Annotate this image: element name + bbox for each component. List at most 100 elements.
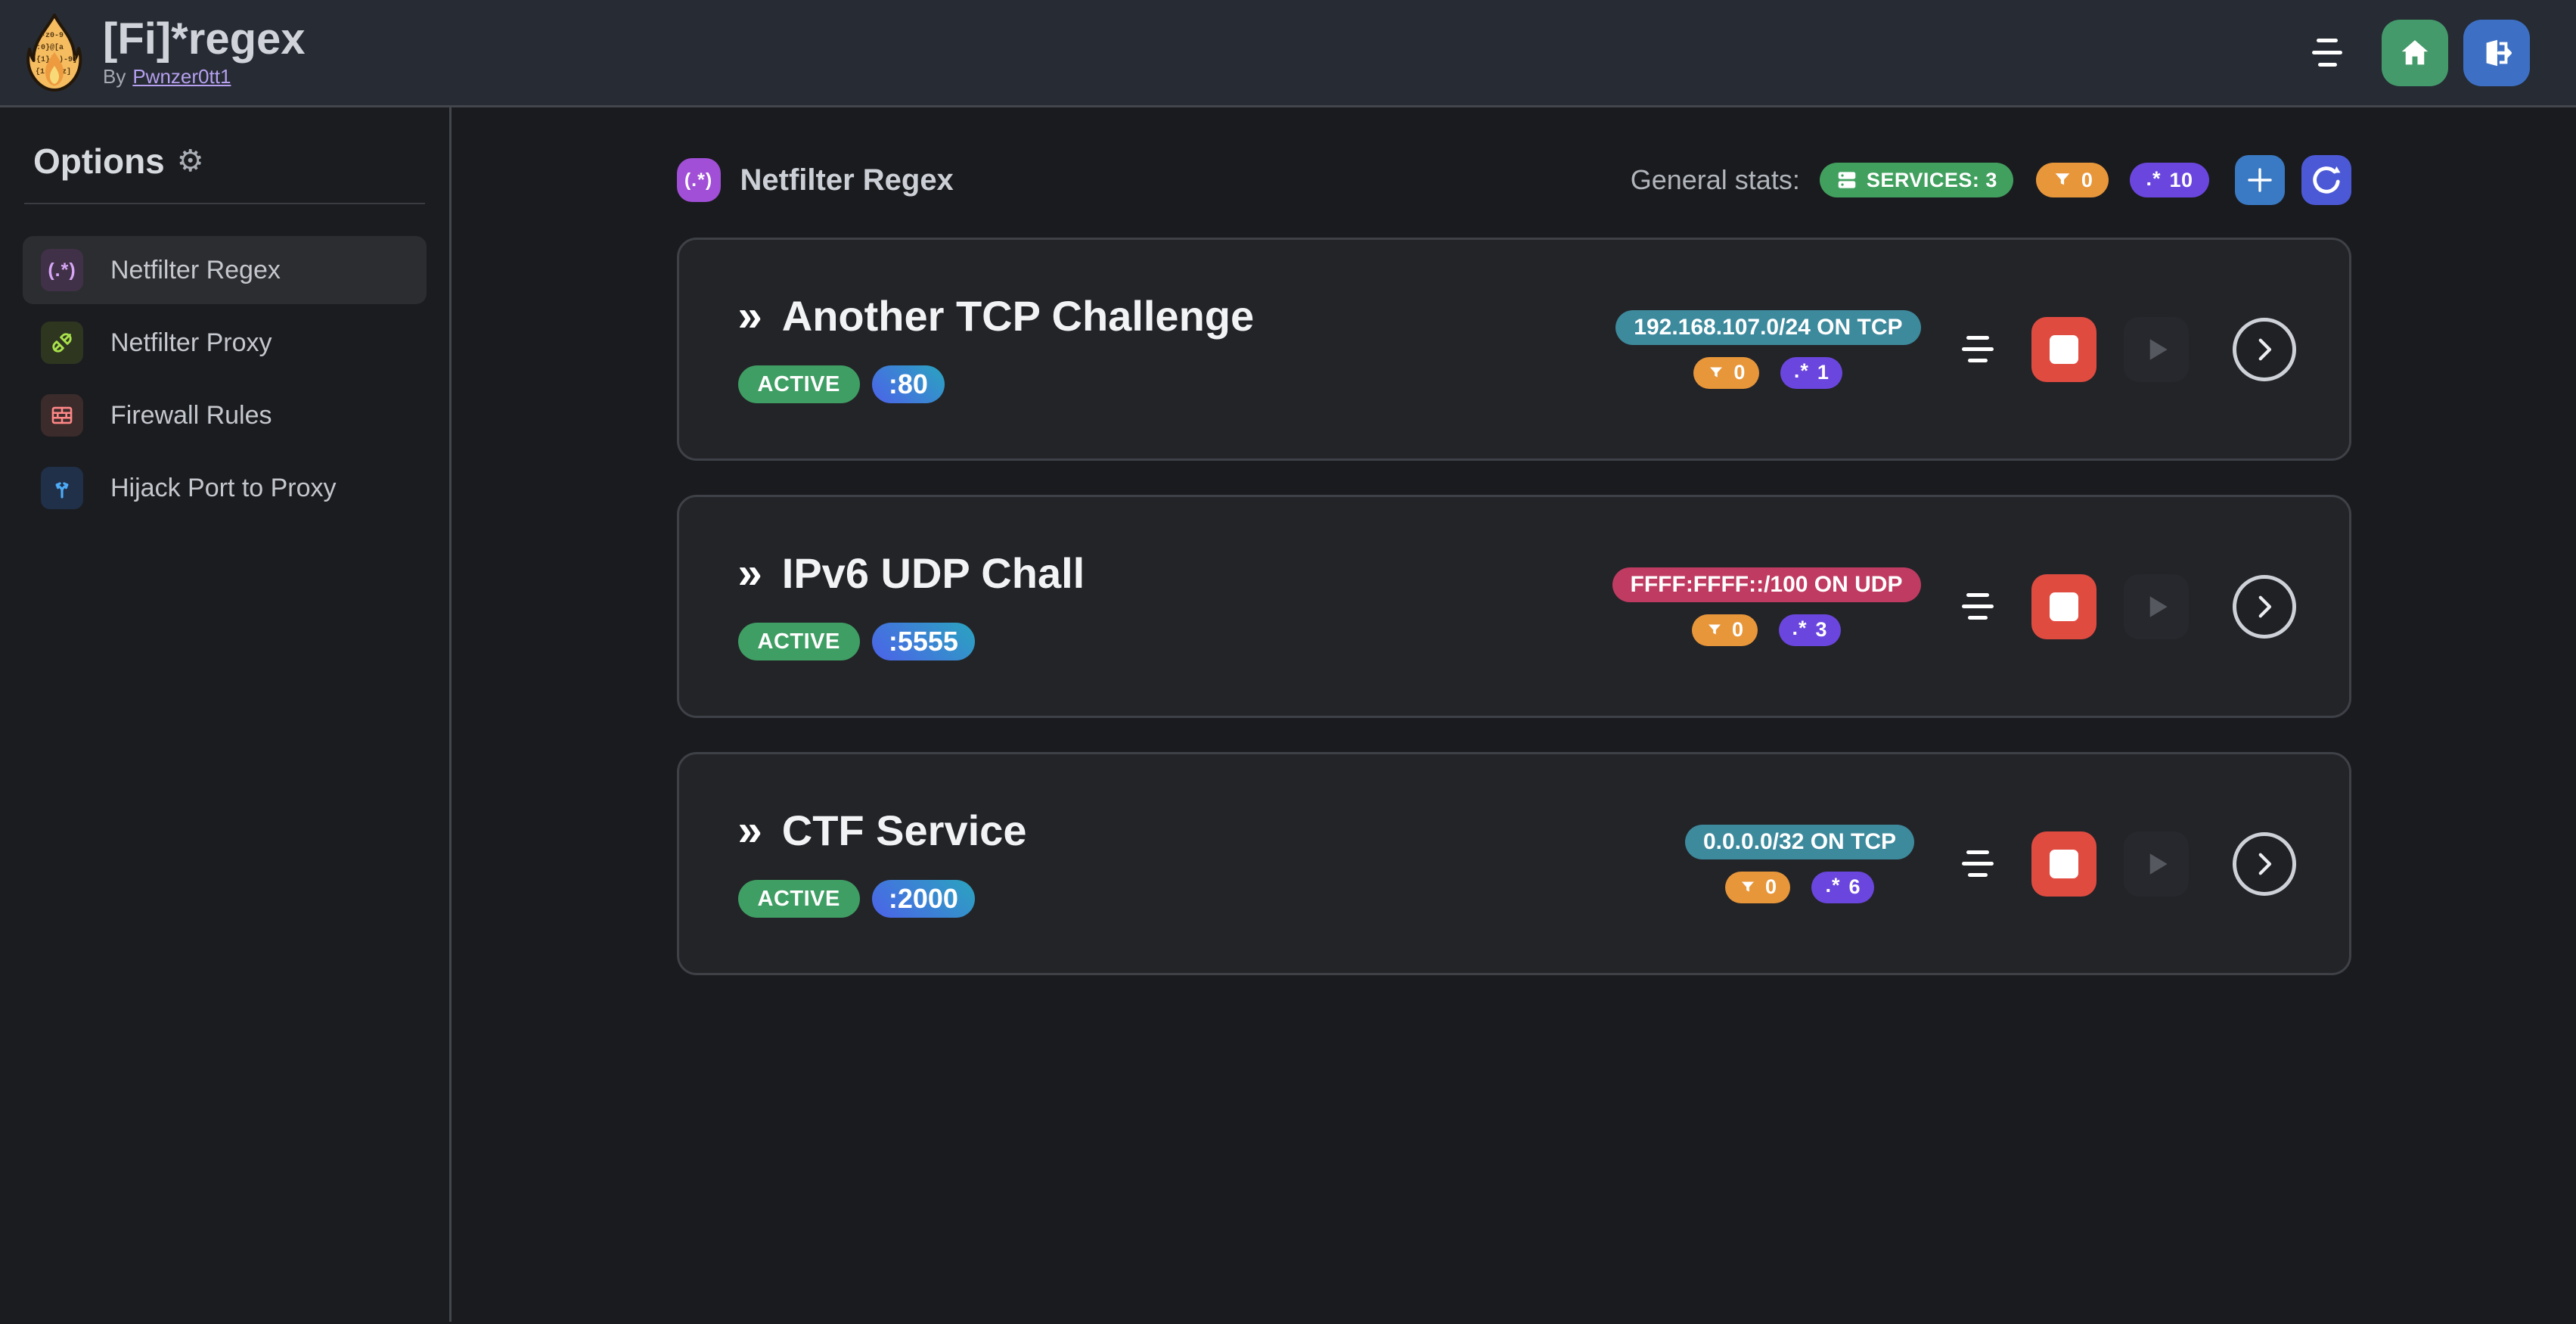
funnel-icon (1741, 881, 1754, 891)
brick-wall-icon (41, 394, 83, 437)
service-name: Another TCP Challenge (781, 292, 1255, 340)
port-badge: :5555 (871, 623, 975, 660)
filters-count-text: 0 (1764, 875, 1777, 898)
funnel-icon (1710, 367, 1723, 377)
title-block: [Fi]*regex By Pwnzer0tt1 (103, 14, 306, 89)
service-cards: » Another TCP Challenge ACTIVE :80 192.1… (676, 238, 2351, 975)
plus-icon (2247, 168, 2272, 192)
regex-glyph-icon: .* (1793, 359, 1809, 382)
service-menu-icon[interactable] (1957, 331, 1998, 367)
target-badge: 192.168.107.0/24 ON TCP (1615, 309, 1921, 345)
play-icon (2149, 853, 2168, 875)
play-icon (2149, 338, 2168, 360)
byline-prefix: By (103, 65, 126, 89)
gear-icon: ⚙ (176, 145, 204, 178)
add-service-button[interactable] (2234, 155, 2285, 205)
regex-count-text: 6 (1848, 875, 1861, 898)
services-count-badge: SERVICES: 3 (1819, 163, 2013, 197)
byline: By Pwnzer0tt1 (103, 65, 306, 89)
regex-count-text: 3 (1815, 618, 1828, 641)
service-card: » IPv6 UDP Chall ACTIVE :5555 FFFF:FFFF:… (676, 495, 2351, 718)
double-chevron-icon: » (737, 805, 762, 855)
expand-button[interactable] (2232, 574, 2296, 639)
logout-button[interactable] (2463, 19, 2530, 86)
service-menu-icon[interactable] (1957, 846, 1998, 881)
filters-count-badge: 0 (2035, 163, 2109, 197)
svg-text:-z0-9 :0}@[a: -z0-9 :0}@[a {1}| )-9] {1 z] (36, 32, 82, 76)
sidebar-divider (24, 203, 425, 204)
main-header: (.*) Netfilter Regex General stats: (676, 155, 2351, 205)
play-button[interactable] (2123, 573, 2189, 639)
filters-count-badge: 0 (1693, 356, 1759, 389)
filters-count-badge: 0 (1724, 871, 1791, 903)
expand-button[interactable] (2232, 831, 2296, 896)
regex-glyph-icon: .* (1825, 874, 1841, 897)
sidebar-item-firewall-rules[interactable]: Firewall Rules (23, 381, 427, 449)
target-badge: 0.0.0.0/32 ON TCP (1684, 824, 1915, 859)
regex-glyph-icon: .* (2146, 166, 2162, 190)
sidebar-item-hijack-port[interactable]: Hijack Port to Proxy (23, 454, 427, 522)
funnel-icon (1708, 624, 1721, 634)
flame-logo-icon: -z0-9 :0}@[a {1}| )-9] {1 z] (26, 13, 82, 92)
filters-count-badge: 0 (1691, 614, 1758, 646)
stop-icon (2049, 334, 2078, 364)
service-name: IPv6 UDP Chall (781, 549, 1085, 597)
regex-icon: (.*) (41, 249, 83, 291)
plug-icon (41, 322, 83, 364)
refresh-icon (2312, 166, 2340, 194)
play-icon (2149, 595, 2168, 617)
sidebar-heading-label: Options (33, 141, 165, 181)
chevron-right-icon (2258, 595, 2271, 617)
target-badge: FFFF:FFFF::/100 ON UDP (1612, 567, 1921, 602)
sidebar-item-label: Netfilter Proxy (110, 328, 272, 357)
app-header: -z0-9 :0}@[a {1}| )-9] {1 z] [Fi]*regex … (0, 0, 2576, 107)
refresh-button[interactable] (2301, 155, 2351, 205)
filters-count-text: 0 (2081, 168, 2093, 191)
service-menu-icon[interactable] (1957, 589, 1998, 624)
service-name: CTF Service (781, 807, 1027, 854)
logout-icon (2486, 39, 2512, 66)
server-icon (1838, 172, 1856, 188)
stop-button[interactable] (2031, 316, 2096, 382)
sidebar-heading: Options ⚙ (23, 141, 427, 182)
regex-count-badge: .* 1 (1780, 356, 1843, 389)
funnel-icon (2055, 173, 2070, 185)
sidebar: Options ⚙ (.*) Netfilter Regex Netfi (0, 107, 452, 1322)
header-actions (2308, 19, 2530, 86)
stop-icon (2049, 592, 2078, 621)
regex-count-badge: .* 3 (1778, 614, 1842, 646)
status-badge: ACTIVE (737, 623, 860, 660)
app-title: [Fi]*regex (103, 14, 306, 64)
sidebar-item-netfilter-proxy[interactable]: Netfilter Proxy (23, 309, 427, 377)
stop-button[interactable] (2031, 831, 2096, 897)
stop-icon (2049, 849, 2078, 878)
play-button[interactable] (2123, 316, 2189, 382)
general-stats: General stats: SERVICES: 3 (1631, 155, 2351, 205)
page-title: Netfilter Regex (740, 163, 954, 197)
app-body: Options ⚙ (.*) Netfilter Regex Netfi (0, 107, 2576, 1322)
regex-glyph-icon: .* (1792, 617, 1808, 639)
play-button[interactable] (2123, 831, 2189, 897)
sidebar-item-label: Netfilter Regex (110, 255, 281, 284)
home-icon (2401, 39, 2429, 64)
services-count-text: SERVICES: 3 (1866, 168, 1997, 191)
port-badge: :2000 (871, 880, 975, 918)
header-menu-lines-icon[interactable] (2308, 34, 2347, 71)
status-badge: ACTIVE (737, 880, 860, 918)
chevron-right-icon (2258, 338, 2271, 360)
port-badge: :80 (871, 365, 945, 403)
sidebar-nav: (.*) Netfilter Regex Netfilter Proxy (23, 236, 427, 522)
stop-button[interactable] (2031, 573, 2096, 639)
split-arrows-icon (41, 467, 83, 509)
regex-count-badge: .* 6 (1811, 871, 1875, 903)
sidebar-item-netfilter-regex[interactable]: (.*) Netfilter Regex (23, 236, 427, 304)
author-link[interactable]: Pwnzer0tt1 (132, 65, 231, 89)
status-badge: ACTIVE (737, 365, 860, 403)
main-content: (.*) Netfilter Regex General stats: (452, 107, 2576, 1322)
netfilter-regex-icon: (.*) (676, 158, 721, 202)
expand-button[interactable] (2232, 317, 2296, 381)
service-card: » Another TCP Challenge ACTIVE :80 192.1… (676, 238, 2351, 461)
chevron-right-icon (2258, 853, 2271, 875)
home-button[interactable] (2382, 19, 2448, 86)
